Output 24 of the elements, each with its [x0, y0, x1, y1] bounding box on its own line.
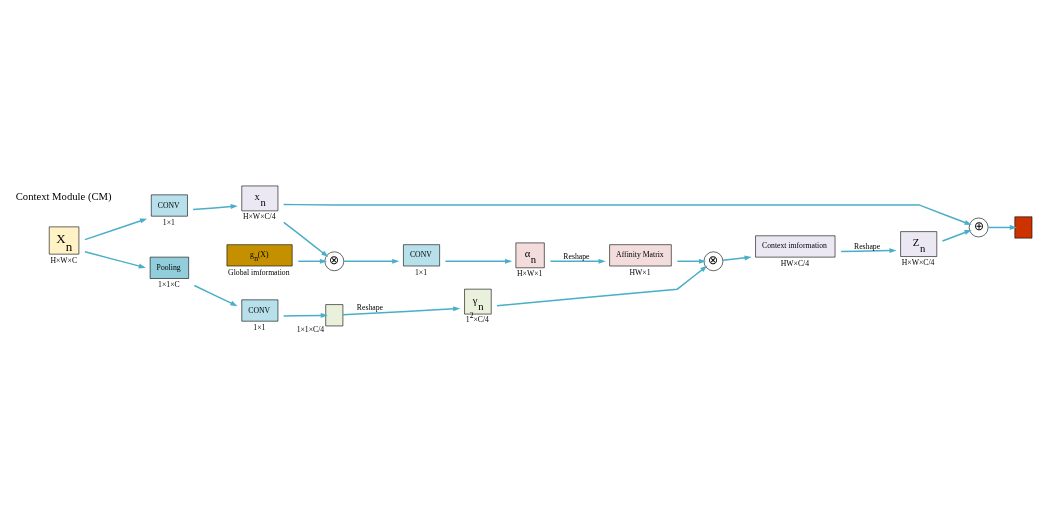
arrow [283, 221, 329, 257]
label: Context Module (CM) [15, 189, 112, 202]
arrow [342, 305, 461, 316]
node-circle: ⊗ [703, 251, 724, 271]
arrow [193, 284, 238, 306]
arrow [987, 224, 1017, 230]
arrow [941, 229, 972, 242]
arrow [722, 254, 752, 261]
arrow [496, 265, 708, 307]
node-box [325, 303, 344, 326]
arrow [282, 203, 972, 225]
arrow [192, 203, 238, 210]
arrow [84, 250, 146, 268]
arrow [343, 258, 400, 264]
arrow [549, 258, 606, 264]
arrow [840, 247, 897, 253]
node-circle: ⊕ [968, 217, 989, 237]
node-circle: ⊗ [324, 251, 345, 271]
arrow [282, 312, 328, 318]
node-box [1014, 216, 1033, 238]
arrow [84, 218, 148, 240]
arrow [676, 258, 707, 264]
arrow [297, 258, 328, 264]
arrow [444, 258, 513, 264]
